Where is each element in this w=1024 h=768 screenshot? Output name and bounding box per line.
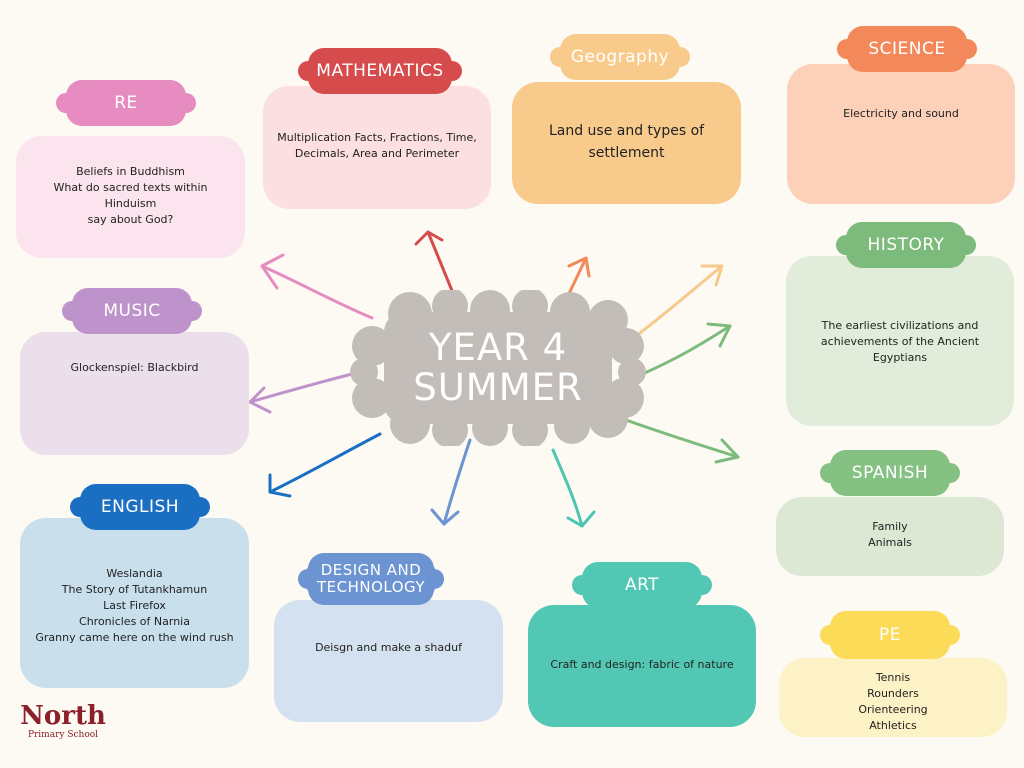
center-cloud: YEAR 4 SUMMER: [350, 288, 646, 448]
re-panel: Beliefs in Buddhism What do sacred texts…: [16, 136, 245, 258]
logo-name: North: [20, 701, 106, 731]
pe-label: PE: [820, 615, 960, 655]
design-technology-item-1: Deisgn and make a shaduf: [315, 641, 462, 654]
music-panel: Glockenspiel: Blackbird: [20, 332, 249, 455]
spanish-item-1: Family: [872, 520, 908, 533]
arrow-to-design-technology: [430, 438, 472, 526]
science-item-1: Electricity and sound: [843, 107, 959, 120]
english-label: ENGLISH: [70, 488, 210, 526]
design-technology-label-line-2: TECHNOLOGY: [316, 578, 426, 596]
history-item-1: The earliest civilizations and: [821, 319, 979, 332]
music-item-1: Glockenspiel: Blackbird: [70, 361, 199, 374]
re-item-3: say about God?: [87, 213, 174, 226]
arrow-to-english: [268, 432, 382, 498]
geography-item-2: settlement: [588, 145, 665, 161]
arrow-to-science: [638, 264, 724, 335]
center-title: YEAR 4 SUMMER: [350, 290, 646, 446]
arrow-to-spanish: [624, 418, 740, 464]
music-label: MUSIC: [62, 292, 202, 330]
arrow-to-music: [248, 370, 362, 414]
mathematics-panel: Multiplication Facts, Fractions, Time, D…: [263, 86, 491, 209]
re-item-1: Beliefs in Buddhism: [76, 165, 185, 178]
english-item-3: Last Firefox: [103, 599, 166, 612]
science-label: SCIENCE: [837, 30, 977, 68]
spanish-label: SPANISH: [820, 454, 960, 492]
re-label: RE: [56, 84, 196, 122]
design-technology-panel: Deisgn and make a shaduf: [274, 600, 503, 722]
design-technology-label-line-1: DESIGN AND: [320, 561, 422, 579]
english-item-4: Chronicles of Narnia: [79, 615, 190, 628]
geography-panel: Land use and types of settlement: [512, 82, 741, 204]
mathematics-item-1: Multiplication Facts, Fractions, Time,: [277, 131, 477, 144]
pe-item-3: Orienteering: [858, 703, 928, 716]
design-technology-label: DESIGN AND TECHNOLOGY: [298, 557, 444, 601]
re-item-2: What do sacred texts within Hinduism: [53, 181, 208, 210]
spanish-item-2: Animals: [868, 536, 912, 549]
school-logo: North Primary School: [18, 702, 108, 754]
pe-item-4: Athletics: [869, 719, 917, 732]
center-title-line-2: SUMMER: [413, 366, 583, 409]
mathematics-label: MATHEMATICS: [298, 52, 462, 90]
arrow-to-re: [260, 253, 374, 320]
geography-label: Geography: [550, 38, 690, 76]
arrow-to-mathematics: [414, 230, 457, 300]
english-panel: Weslandia The Story of Tutankhamun Last …: [20, 518, 249, 688]
english-item-5: Granny came here on the wind rush: [35, 631, 234, 644]
english-item-2: The Story of Tutankhamun: [61, 583, 208, 596]
science-panel: Electricity and sound: [787, 64, 1015, 204]
english-item-1: Weslandia: [106, 567, 163, 580]
history-label: HISTORY: [836, 226, 976, 264]
geography-item-1: Land use and types of: [548, 123, 705, 139]
arrow-to-art: [551, 448, 596, 528]
art-label: ART: [572, 566, 712, 604]
art-item-1: Craft and design: fabric of nature: [550, 658, 734, 671]
arrow-to-history: [638, 322, 732, 377]
cloud-shape: [350, 288, 646, 448]
pe-item-2: Rounders: [867, 687, 919, 700]
pe-item-1: Tennis: [875, 671, 911, 684]
logo-subtitle: Primary School: [27, 730, 99, 740]
spanish-panel: Family Animals: [776, 497, 1004, 576]
center-title-line-1: YEAR 4: [428, 326, 568, 369]
history-item-2: achievements of the Ancient Egyptians: [820, 335, 980, 364]
history-panel: The earliest civilizations and achieveme…: [786, 256, 1014, 426]
mathematics-item-2: Decimals, Area and Perimeter: [294, 147, 460, 160]
pe-panel: Tennis Rounders Orienteering Athletics: [779, 658, 1007, 737]
art-panel: Craft and design: fabric of nature: [528, 605, 756, 727]
